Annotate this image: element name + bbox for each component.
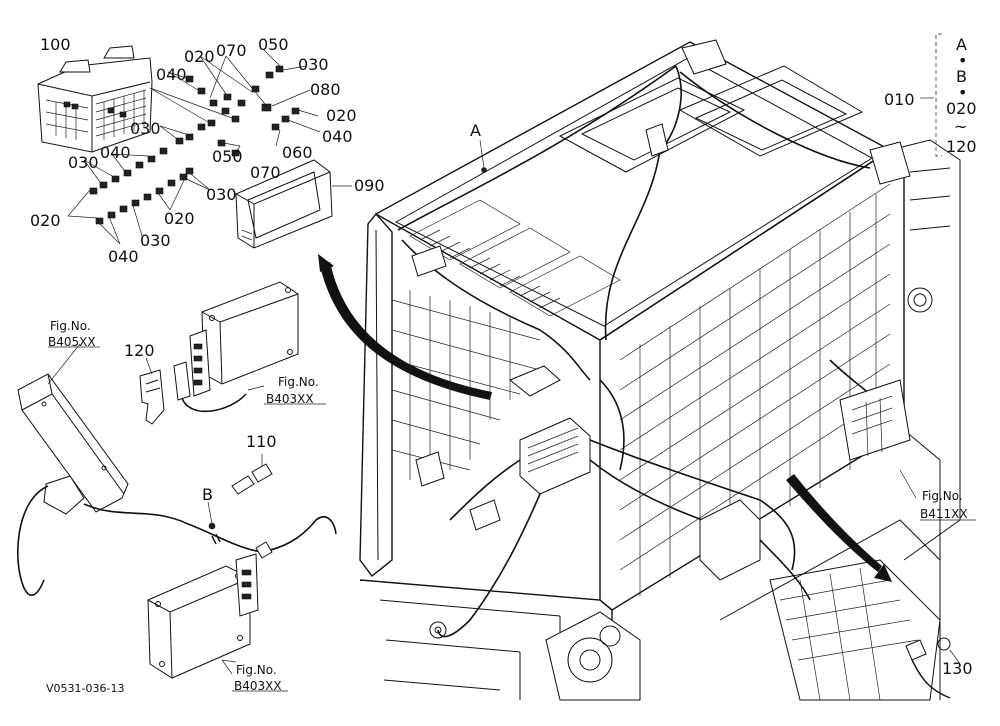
fuse-cluster [89, 65, 300, 225]
callout-040: 040 [156, 65, 187, 84]
callout-040: 040 [100, 143, 131, 162]
callout-080: 080 [310, 80, 341, 99]
fig-ref-title: Fig.No. [278, 375, 319, 389]
callout-050: 050 [212, 147, 243, 166]
range-dot: • [958, 51, 967, 70]
callout-030: 030 [140, 231, 171, 250]
callout-010: 010 [884, 90, 915, 109]
location-arrow [318, 254, 492, 400]
main-harness [415, 359, 911, 701]
connector-110 [231, 454, 273, 495]
range-bracket [920, 33, 942, 157]
range-dot: • [958, 83, 967, 102]
fig-ref-title: Fig.No. [236, 663, 277, 677]
fig-ref-code: B405XX [48, 335, 96, 349]
marker-a-dot [481, 167, 487, 173]
callout-040: 040 [322, 127, 353, 146]
callout-030: 030 [130, 119, 161, 138]
roof-harness [397, 39, 911, 381]
figure-code: V0531-036-13 [46, 682, 124, 695]
figure-references: Fig.No. B405XX Fig.No. B403XX Fig.No. B4… [48, 319, 968, 693]
range-120: 120 [946, 137, 977, 156]
callout-070: 070 [216, 41, 247, 60]
range-b: B [956, 67, 967, 86]
fig-ref-lines [48, 346, 976, 692]
detail-arrow [786, 474, 892, 582]
marker-b-leader [207, 501, 213, 525]
connector-120 [139, 357, 165, 425]
fig-ref-code: B403XX [234, 679, 282, 693]
harness-b [16, 485, 337, 596]
fig-ref-title: Fig.No. [50, 319, 91, 333]
callout-060: 060 [282, 143, 313, 162]
display-panel [17, 343, 129, 515]
callout-020: 020 [164, 209, 195, 228]
controller-lower [147, 553, 259, 679]
fuse-leaders [67, 49, 321, 245]
range-020: 020 [946, 99, 977, 118]
callout-110: 110 [246, 432, 277, 451]
callout-100: 100 [40, 35, 71, 54]
fuse-box [37, 45, 153, 153]
callout-030: 030 [206, 185, 237, 204]
callout-130: 130 [942, 659, 973, 678]
range-a: A [956, 35, 967, 54]
machine-frame [359, 41, 961, 700]
callout-020: 020 [326, 106, 357, 125]
callout-labels: 100 020 070 050 030 040 080 020 030 040 … [30, 35, 973, 678]
callout-120: 120 [124, 341, 155, 360]
controller-upper [173, 281, 299, 413]
range-label: A • B • 020 ~ 120 [946, 35, 977, 156]
marker-a-leader [479, 139, 485, 169]
callout-090: 090 [354, 176, 385, 195]
callout-030: 030 [298, 55, 329, 74]
fuse-box-cover [235, 159, 352, 249]
callout-020: 020 [30, 211, 61, 230]
callout-040: 040 [108, 247, 139, 266]
fig-ref-code: B411XX [920, 507, 968, 521]
marker-b: B [202, 485, 213, 504]
fig-ref-title: Fig.No. [922, 489, 963, 503]
callout-050: 050 [258, 35, 289, 54]
callout-020: 020 [184, 47, 215, 66]
callout-070: 070 [250, 163, 281, 182]
marker-a: A [470, 121, 481, 140]
fig-ref-code: B403XX [266, 392, 314, 406]
range-tilde: ~ [954, 117, 967, 136]
callout-030: 030 [68, 153, 99, 172]
detail-grid [769, 559, 961, 701]
